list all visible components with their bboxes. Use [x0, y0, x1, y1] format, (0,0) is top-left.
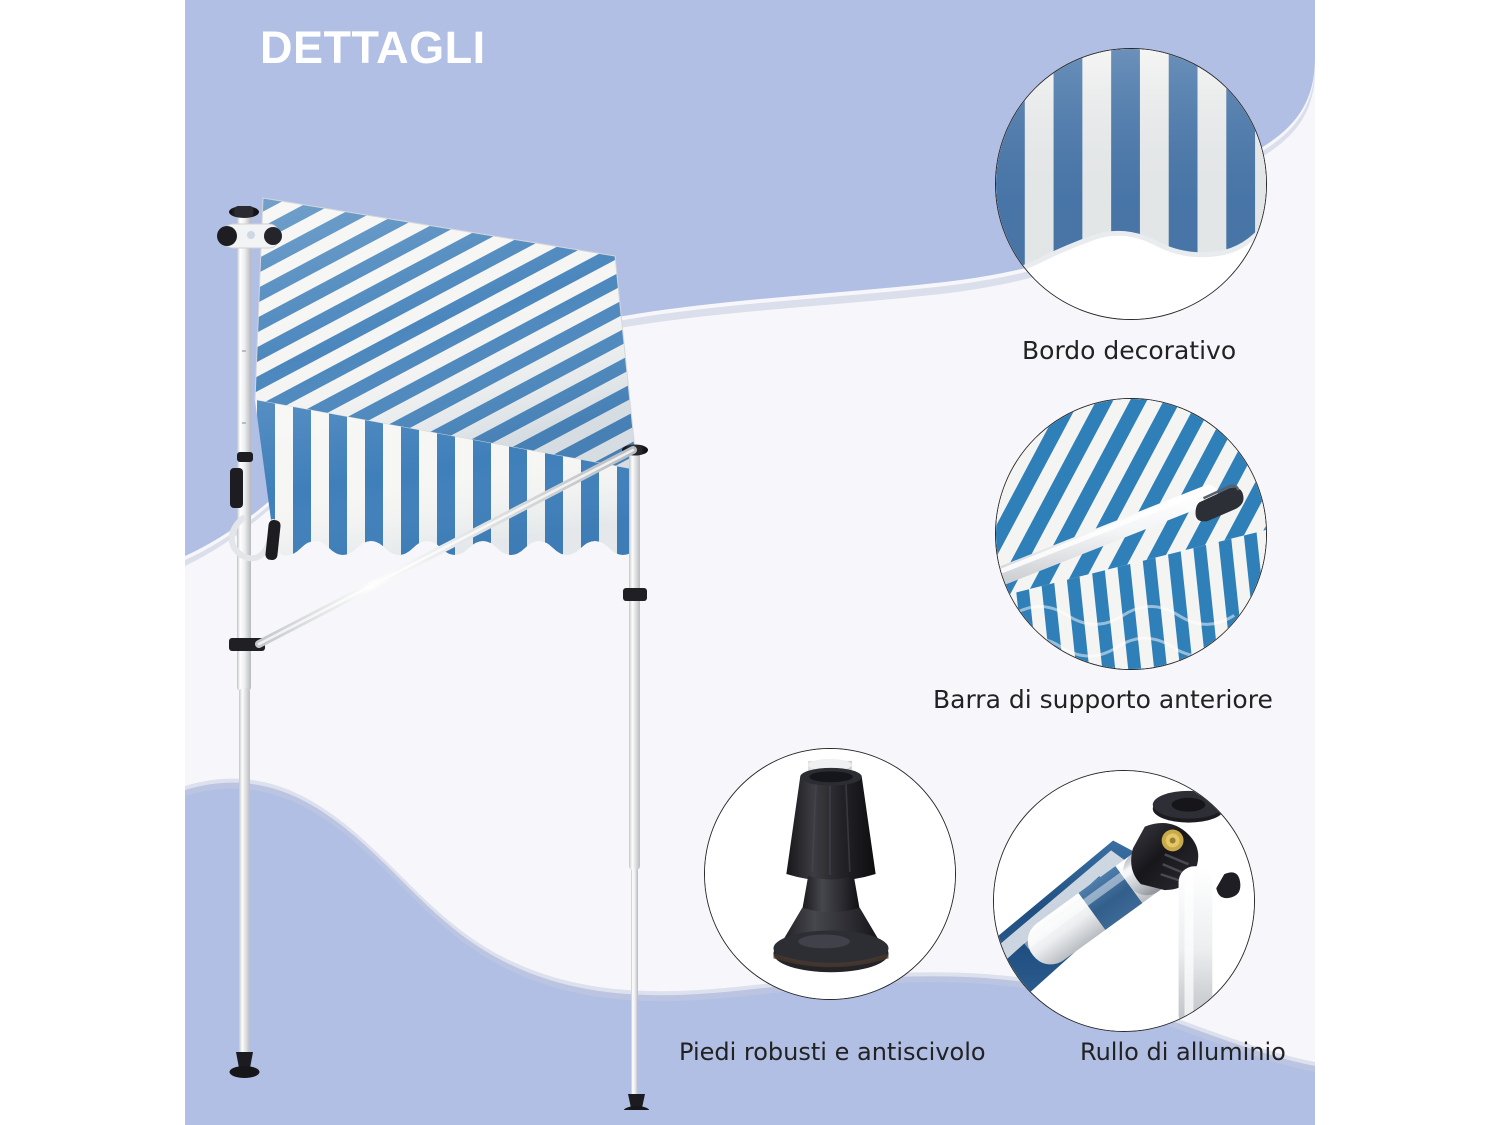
caption-barra-supporto: Barra di supporto anteriore — [933, 685, 1273, 714]
front-pole — [622, 444, 650, 1110]
rear-pole — [217, 206, 282, 1078]
awning-illustration — [217, 197, 650, 1110]
front-support-bar-photo — [996, 399, 1266, 669]
detail-circle-bordo-decorativo — [995, 48, 1267, 320]
scalloped-fabric-edge-photo — [996, 49, 1266, 319]
rubber-foot-photo — [705, 749, 955, 999]
hero-product-image — [185, 150, 885, 1110]
detail-circle-barra-supporto — [995, 398, 1267, 670]
awning-canopy — [254, 197, 638, 471]
caption-bordo-decorativo: Bordo decorativo — [1022, 336, 1237, 365]
page-title: DETTAGLI — [260, 22, 486, 73]
support-brace — [255, 446, 637, 648]
bottom-blue-wave — [185, 782, 1315, 1125]
aluminium-roller-photo — [994, 771, 1254, 1031]
detail-circle-rullo-alluminio — [993, 770, 1255, 1032]
detail-circle-piedi-antiscivolo — [704, 748, 956, 1000]
awning-valance — [255, 400, 637, 556]
caption-rullo-alluminio: Rullo di alluminio — [1080, 1038, 1286, 1066]
caption-piedi-antiscivolo: Piedi robusti e antiscivolo — [679, 1038, 986, 1066]
content-panel: DETTAGLI — [185, 0, 1315, 1125]
